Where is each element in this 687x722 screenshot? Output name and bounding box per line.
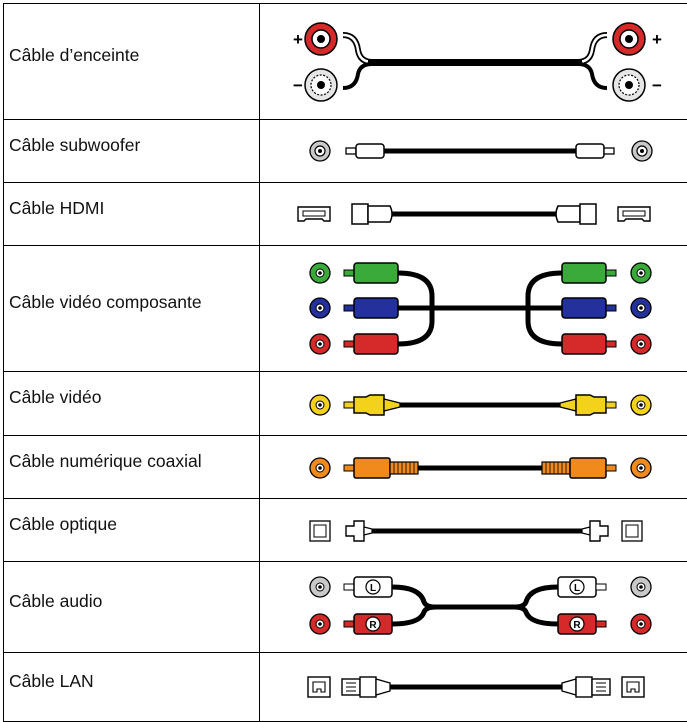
art-cell: L R L R [260,562,687,653]
row-video-cable: Câble vidéo [4,372,687,436]
row-label: Câble subwoofer [4,120,260,183]
art-cell [260,120,687,183]
right-channel-label: R [573,620,581,631]
row-label: Câble vidéo [4,372,260,436]
red-terminal-icon [613,23,645,55]
left-channel-label: L [370,583,376,594]
art-cell: + − + − [260,4,687,120]
cable-table: Câble d’enceinte + − [3,3,687,722]
audio-cable-icon: L R L R [260,562,687,652]
minus-symbol: − [293,76,303,95]
video-cable-icon [260,372,687,435]
right-channel-label: R [369,620,377,631]
art-cell [260,499,687,562]
plus-symbol: + [293,30,303,49]
white-terminal-icon [613,69,645,101]
hdmi-cable-icon [260,183,687,245]
minus-symbol: − [652,76,662,95]
row-label: Câble HDMI [4,183,260,246]
row-coaxial-digital-cable: Câble numérique coaxial [4,436,687,499]
row-label: Câble optique [4,499,260,562]
row-speaker-cable: Câble d’enceinte + − [4,4,687,120]
art-cell [260,436,687,499]
art-cell [260,372,687,436]
row-component-video-cable: Câble vidéo composante [4,246,687,372]
plus-symbol: + [652,30,662,49]
row-subwoofer-cable: Câble subwoofer [4,120,687,183]
row-audio-cable: Câble audio L R L R [4,562,687,653]
component-video-cable-icon [260,246,687,371]
row-optical-cable: Câble optique [4,499,687,562]
row-hdmi-cable: Câble HDMI [4,183,687,246]
optical-cable-icon [260,499,687,561]
speaker-cable-icon: + − + − [260,4,687,119]
red-terminal-icon [305,23,337,55]
left-channel-label: L [574,583,580,594]
white-terminal-icon [305,69,337,101]
row-label: Câble d’enceinte [4,4,260,120]
lan-cable-icon [260,653,687,721]
row-label: Câble numérique coaxial [4,436,260,499]
row-label: Câble vidéo composante [4,246,260,372]
row-lan-cable: Câble LAN [4,653,687,722]
row-label: Câble LAN [4,653,260,722]
row-label: Câble audio [4,562,260,653]
art-cell [260,653,687,722]
coaxial-digital-cable-icon [260,436,687,498]
subwoofer-cable-icon [260,120,687,182]
art-cell [260,246,687,372]
art-cell [260,183,687,246]
